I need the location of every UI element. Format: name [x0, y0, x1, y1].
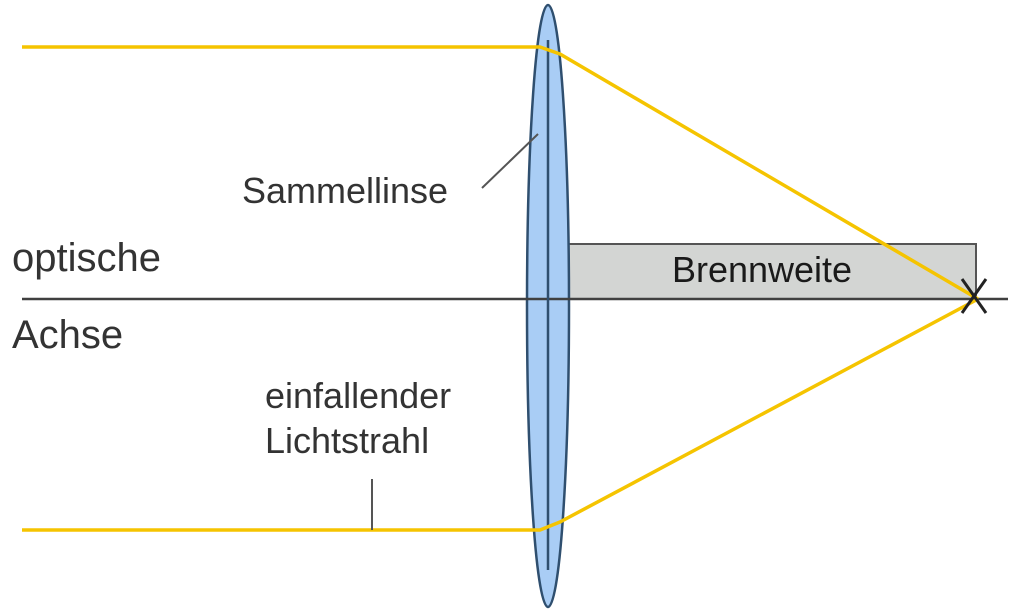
incident-ray-label-line2: Lichtstrahl — [265, 420, 429, 461]
lens-label: Sammellinse — [242, 170, 448, 211]
focal-point-x-icon — [960, 278, 988, 314]
focal-length-box — [547, 243, 977, 300]
incident-ray-label-line1: einfallender — [265, 375, 451, 416]
optical-axis-label-line2: Achse — [12, 313, 123, 357]
optical-axis-label-line1: optische — [12, 236, 161, 280]
lower-light-ray — [22, 297, 979, 532]
focal-length-label: Brennweite — [672, 249, 852, 290]
lens-label-leader-line — [481, 133, 539, 189]
upper-light-ray — [22, 45, 979, 301]
